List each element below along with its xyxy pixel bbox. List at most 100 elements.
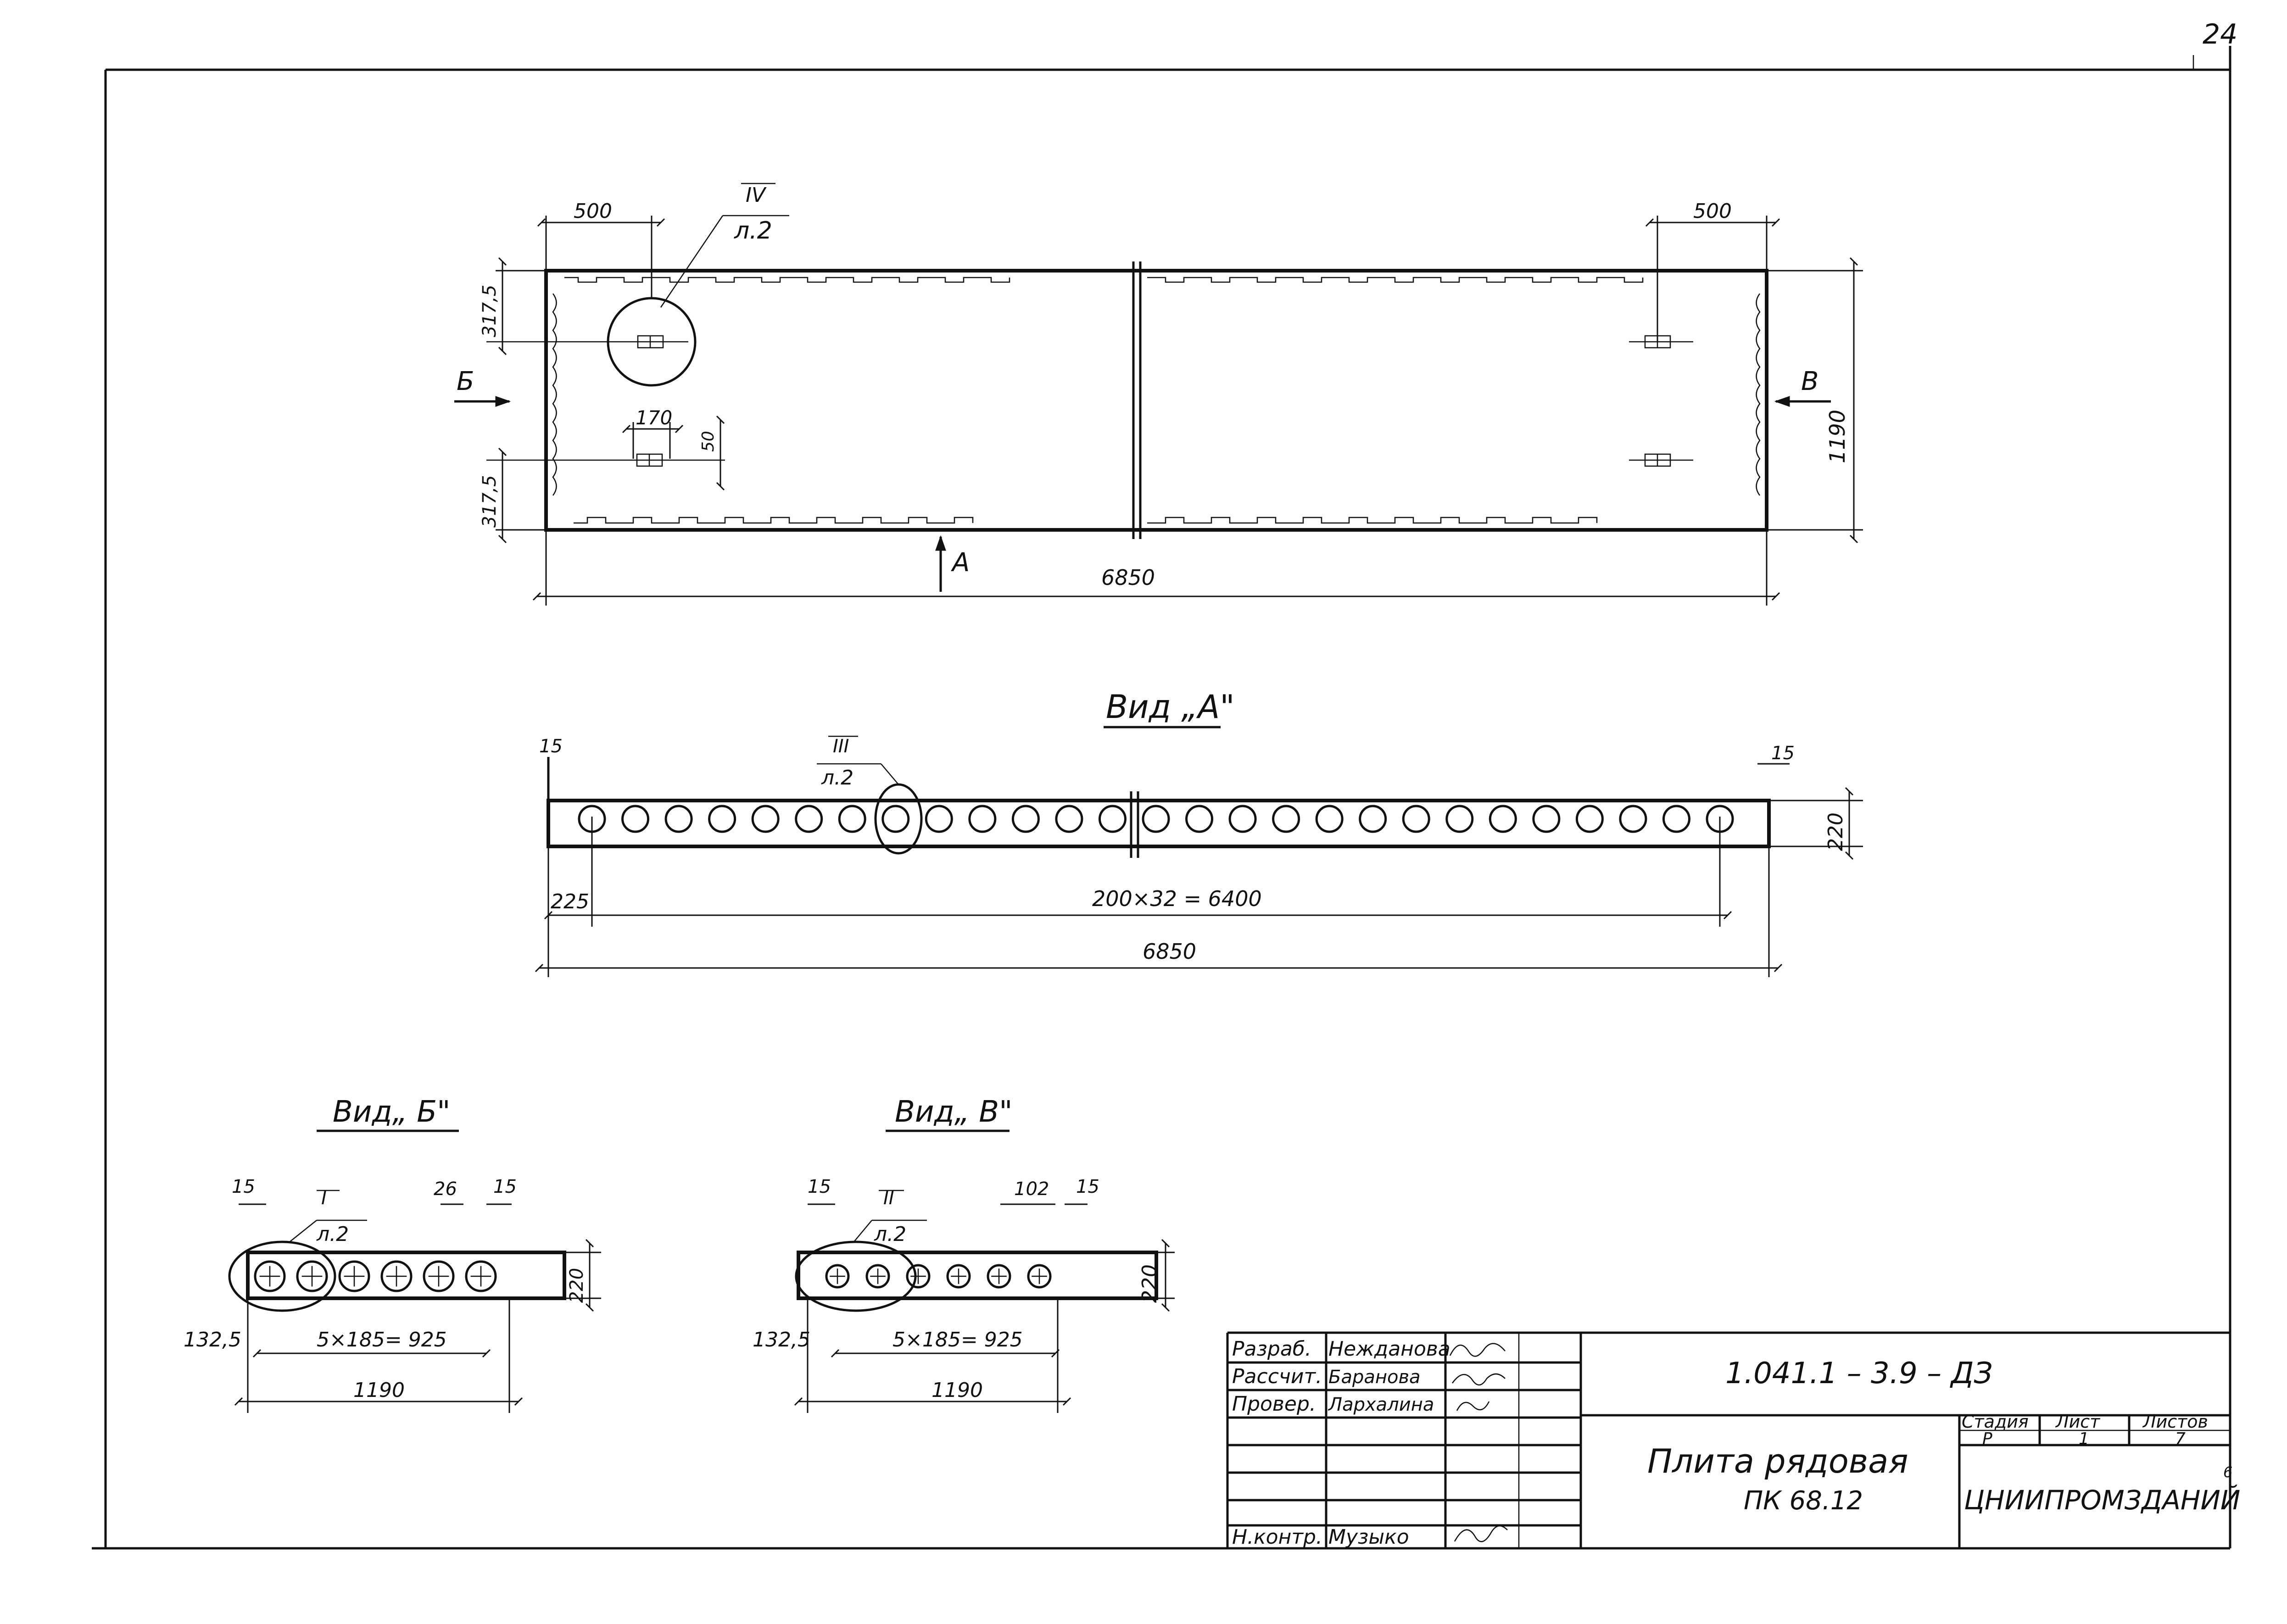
void-circle bbox=[1272, 805, 1300, 833]
lifting-loop bbox=[1629, 453, 1693, 467]
void-circle bbox=[751, 805, 780, 833]
tb-role-7: Н.контр. bbox=[1232, 1525, 1322, 1549]
tb-name-7: Музыко bbox=[1328, 1525, 1409, 1549]
sheets-header: Листов bbox=[2142, 1412, 2208, 1432]
organization: ЦНИИПРОМЗДАНИЙ bbox=[1964, 1484, 2240, 1516]
void-circle bbox=[664, 805, 693, 833]
document-code: 1.041.1 – 3.9 – ДЗ bbox=[1725, 1357, 1992, 1390]
view-v-dim-220: 220 bbox=[1138, 1264, 1161, 1303]
view-v-detail-ii-ellipse bbox=[795, 1240, 917, 1312]
void-circle bbox=[1228, 805, 1257, 833]
void-circle bbox=[380, 1260, 413, 1292]
void-circle bbox=[708, 805, 736, 833]
view-a-voids bbox=[578, 805, 1734, 833]
callout-iv-number: IV bbox=[746, 184, 767, 207]
view-arrow-b-label: Б bbox=[457, 367, 474, 396]
void-circle bbox=[1027, 1264, 1052, 1289]
lifting-loop bbox=[486, 453, 725, 467]
void-circle bbox=[946, 1264, 971, 1289]
dim-6850-plan: 6850 bbox=[1101, 565, 1155, 590]
view-a-dim-15-left: 15 bbox=[539, 736, 563, 757]
sheet-header: Лист bbox=[2055, 1412, 2101, 1432]
stage-header: Стадия bbox=[1962, 1412, 2029, 1432]
corner-mark: 6 bbox=[2223, 1463, 2232, 1481]
void-circle bbox=[1185, 805, 1214, 833]
dim-3175-bottom: 317,5 bbox=[479, 475, 500, 528]
void-circle bbox=[296, 1260, 328, 1292]
item-name: Плита рядовая bbox=[1647, 1442, 1908, 1480]
view-v-slab-section bbox=[797, 1251, 1158, 1300]
void-circle bbox=[621, 805, 650, 833]
void-circle bbox=[881, 805, 910, 833]
void-circle bbox=[1098, 805, 1127, 833]
view-v-voids bbox=[825, 1264, 1052, 1289]
view-a-dim-6850: 6850 bbox=[1143, 939, 1196, 964]
void-circle bbox=[925, 805, 953, 833]
view-v-dim-102: 102 bbox=[1014, 1179, 1049, 1200]
void-circle bbox=[838, 805, 866, 833]
tb-role-3: Провер. bbox=[1232, 1392, 1316, 1416]
item-mark: ПК 68.12 bbox=[1744, 1486, 1863, 1516]
sheet-frame bbox=[92, 46, 2231, 1550]
callout-iii-sheet: л.2 bbox=[821, 766, 853, 790]
slab-outline bbox=[544, 269, 1768, 532]
void-circle bbox=[968, 805, 997, 833]
void-circle bbox=[1575, 805, 1604, 833]
void-circle bbox=[338, 1260, 370, 1292]
void-circle bbox=[987, 1264, 1011, 1289]
view-b-dim-220: 220 bbox=[566, 1268, 587, 1303]
view-v-dim-15-left: 15 bbox=[808, 1176, 831, 1197]
view-a-dim-225: 225 bbox=[551, 890, 589, 913]
void-circle bbox=[865, 1264, 890, 1289]
tb-role-1: Разраб. bbox=[1232, 1337, 1311, 1361]
void-circle bbox=[825, 1264, 850, 1289]
void-circle bbox=[906, 1264, 931, 1289]
view-v: Вид„ В" II л.2 15 102 15 220 132,5 5×185… bbox=[753, 1095, 1175, 1413]
view-v-dim-1190: 1190 bbox=[932, 1379, 983, 1402]
keyed-edge-left bbox=[552, 293, 557, 496]
view-b-detail-i-ellipse bbox=[228, 1240, 336, 1312]
view-v-dim-pitch: 5×185= 925 bbox=[892, 1328, 1023, 1351]
view-b-title: Вид„ Б" bbox=[333, 1095, 451, 1129]
void-circle bbox=[1489, 805, 1517, 833]
dim-3175-top: 317,5 bbox=[479, 284, 500, 337]
void-circle bbox=[1532, 805, 1561, 833]
view-a-dim-220: 220 bbox=[1824, 812, 1847, 851]
callout-i-sheet: л.2 bbox=[316, 1223, 349, 1246]
tb-name-2: Баранова bbox=[1328, 1367, 1421, 1388]
view-b-voids bbox=[254, 1260, 497, 1292]
lifting-loop bbox=[1629, 335, 1693, 349]
signatures bbox=[1449, 1343, 1508, 1542]
void-circle bbox=[1359, 805, 1387, 833]
void-circle bbox=[1402, 805, 1430, 833]
plan-view: 500 500 IV л.2 317,5 317,5 170 50 1190 bbox=[454, 183, 1863, 606]
keyed-edge-right bbox=[1756, 293, 1761, 496]
tb-name-3: Лархалина bbox=[1328, 1394, 1434, 1415]
title-block: Разраб. Рассчит. Провер. Н.контр. Неждан… bbox=[1226, 1331, 2240, 1549]
keyed-edge-top bbox=[564, 277, 1644, 283]
lifting-loop bbox=[486, 335, 688, 349]
view-arrow-a-label: А bbox=[951, 548, 970, 578]
keyed-edge-bottom bbox=[574, 517, 1598, 524]
dim-1190-plan: 1190 bbox=[1825, 410, 1850, 463]
view-a-dim-pitch: 200×32 = 6400 bbox=[1092, 886, 1262, 911]
dim-500-right: 500 bbox=[1693, 200, 1732, 223]
sheets-value: 7 bbox=[2175, 1429, 2186, 1448]
view-b-dim-15-right: 15 bbox=[493, 1176, 517, 1197]
callout-iv-sheet: л.2 bbox=[734, 217, 772, 245]
dim-50: 50 bbox=[699, 431, 718, 452]
void-circle bbox=[1055, 805, 1083, 833]
view-b-dim-26: 26 bbox=[434, 1179, 457, 1200]
view-b-dim-15-left: 15 bbox=[232, 1176, 255, 1197]
callout-i-number: I bbox=[321, 1188, 327, 1209]
void-circle bbox=[423, 1260, 455, 1292]
stage-value: Р bbox=[1982, 1429, 1992, 1448]
void-circle bbox=[254, 1260, 286, 1292]
sheet-value: 1 bbox=[2079, 1429, 2089, 1448]
void-circle bbox=[1619, 805, 1647, 833]
view-v-dim-1325: 132,5 bbox=[753, 1328, 810, 1351]
tb-name-1: Нежданова bbox=[1328, 1337, 1450, 1361]
view-b-dim-1190: 1190 bbox=[353, 1379, 405, 1402]
dim-500-left: 500 bbox=[574, 200, 612, 223]
